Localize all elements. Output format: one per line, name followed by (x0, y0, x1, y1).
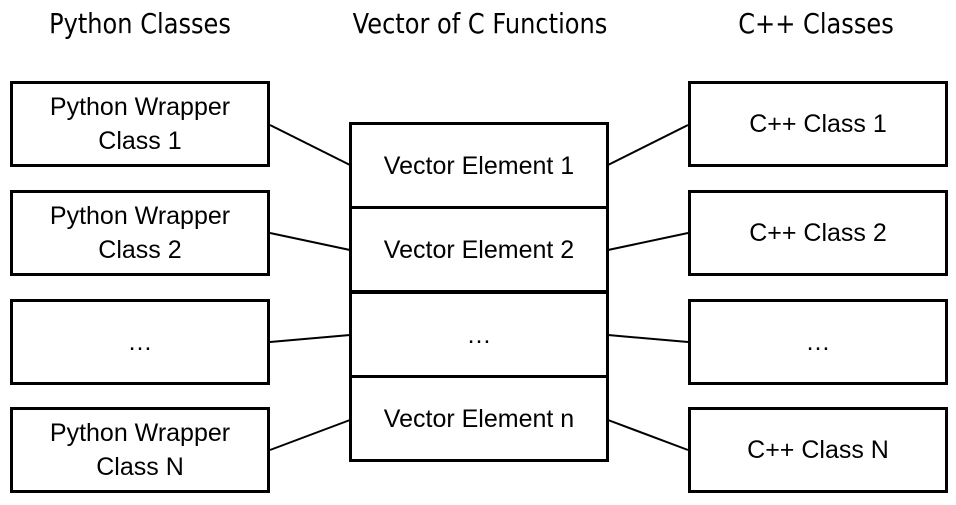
connector-python-2 (269, 232, 351, 251)
python-classes-heading: Python Classes (49, 7, 231, 40)
cpp-class-ellipsis: … (688, 299, 948, 385)
vector-element-ellipsis: … (349, 291, 609, 378)
connector-cpp-ellipsis (607, 334, 689, 343)
python-wrapper-class-2: Python Wrapper Class 2 (10, 190, 270, 276)
cpp-class-n: C++ Class N (688, 407, 948, 493)
connector-cpp-n (607, 419, 689, 451)
connector-cpp-1 (607, 124, 689, 166)
cpp-class-2: C++ Class 2 (688, 190, 948, 276)
vector-heading: Vector of C Functions (352, 7, 608, 40)
vector-element-n: Vector Element n (349, 375, 609, 462)
python-wrapper-class-1: Python Wrapper Class 1 (10, 81, 270, 167)
vector-element-1: Vector Element 1 (349, 122, 609, 209)
vector-element-2: Vector Element 2 (349, 206, 609, 293)
connector-python-1 (269, 124, 351, 166)
connector-python-n (269, 419, 351, 451)
cpp-classes-heading: C++ Classes (738, 7, 894, 40)
cpp-class-1: C++ Class 1 (688, 81, 948, 167)
connector-python-ellipsis (269, 334, 351, 343)
connector-cpp-2 (607, 232, 689, 251)
python-wrapper-class-ellipsis: … (10, 299, 270, 385)
python-wrapper-class-n: Python Wrapper Class N (10, 407, 270, 493)
